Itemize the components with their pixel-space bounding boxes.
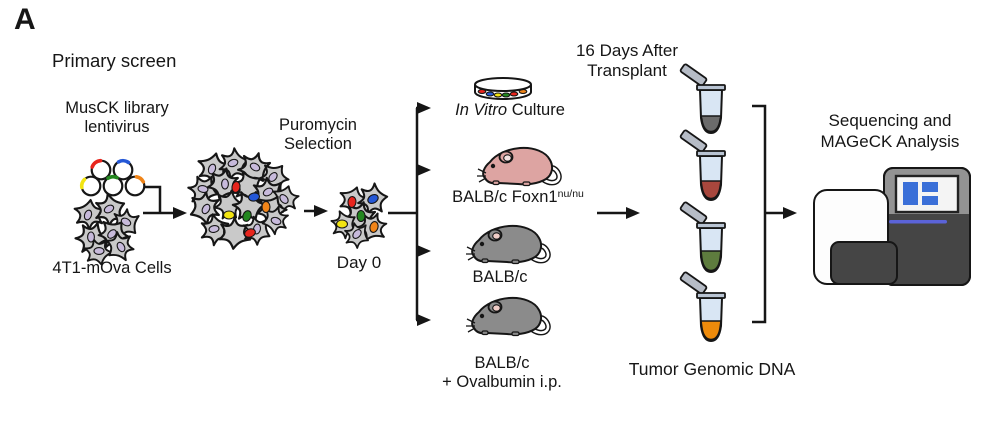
colony-blue	[485, 91, 495, 97]
colony-red	[509, 91, 519, 97]
nucleus-red	[244, 228, 256, 238]
nucleus-red	[231, 180, 241, 194]
plasmid-arc-orange	[134, 175, 146, 184]
selection-label: Puromycin Selection	[279, 116, 357, 153]
nude-mouse-icon	[477, 148, 559, 186]
microtube-icon	[679, 129, 726, 202]
screen-block-small-bottom	[922, 196, 938, 205]
plasmid-arc-red	[90, 158, 103, 169]
nude-mouse-label: BALB/c Foxn1nu/nu	[452, 188, 584, 206]
cell-cluster-large	[183, 145, 303, 253]
nucleus-yellow	[335, 219, 349, 229]
screen-block-small-top	[922, 182, 938, 192]
balbc-ova-mouse-icon	[466, 298, 548, 336]
timepoint-label: 16 Days After Transplant	[575, 41, 679, 80]
plasmid-connector-line	[144, 185, 162, 213]
bracket	[752, 104, 767, 324]
cells-label: 4T1-mOva Cells	[52, 259, 172, 277]
plasmid-arc-blue	[116, 158, 131, 165]
day0-label: Day 0	[336, 253, 382, 272]
figure-title: Primary screen	[52, 50, 177, 71]
sequencer-status-light	[889, 220, 947, 224]
cell-cluster-small	[70, 188, 147, 268]
sequencer-base	[884, 214, 970, 285]
nucleus-green	[356, 209, 366, 223]
balbc-ova-label: BALB/c + Ovalbumin i.p.	[442, 354, 562, 391]
nucleus-red	[347, 195, 357, 209]
dna-label: Tumor Genomic DNA	[628, 359, 796, 379]
balbc-label: BALB/c	[472, 268, 528, 286]
plasmid-arc-yellow	[79, 177, 87, 190]
colony-green	[501, 92, 511, 98]
analysis-label: Sequencing and MAGeCK Analysis	[820, 111, 960, 151]
microtube-icon	[679, 63, 726, 135]
invitro-label: In Vitro Culture	[455, 101, 565, 119]
sequencer-drawer	[830, 241, 898, 285]
microtube-icon	[679, 201, 726, 274]
colony-yellow	[493, 92, 503, 98]
nucleus-blue	[367, 194, 379, 204]
nucleus-orange	[261, 200, 271, 214]
nucleus-orange	[369, 221, 379, 233]
nucleus-blue	[247, 192, 261, 202]
plasmid-icons	[79, 158, 146, 197]
petri-dish-icon	[474, 77, 532, 100]
screen-block-large	[903, 182, 918, 205]
nucleus-green	[242, 210, 252, 222]
cell-cluster-day0	[324, 181, 394, 253]
microtube-icon	[679, 271, 726, 343]
microtube-icons	[679, 63, 726, 343]
balbc-mouse-icon	[466, 226, 548, 264]
library-label: MusCK library lentivirus	[65, 99, 169, 136]
panel-label: A	[14, 3, 36, 36]
branch-tree	[388, 102, 431, 326]
plasmid-arc-green	[106, 174, 119, 180]
nucleus-yellow	[222, 210, 236, 220]
sequencer-icon	[813, 167, 971, 286]
